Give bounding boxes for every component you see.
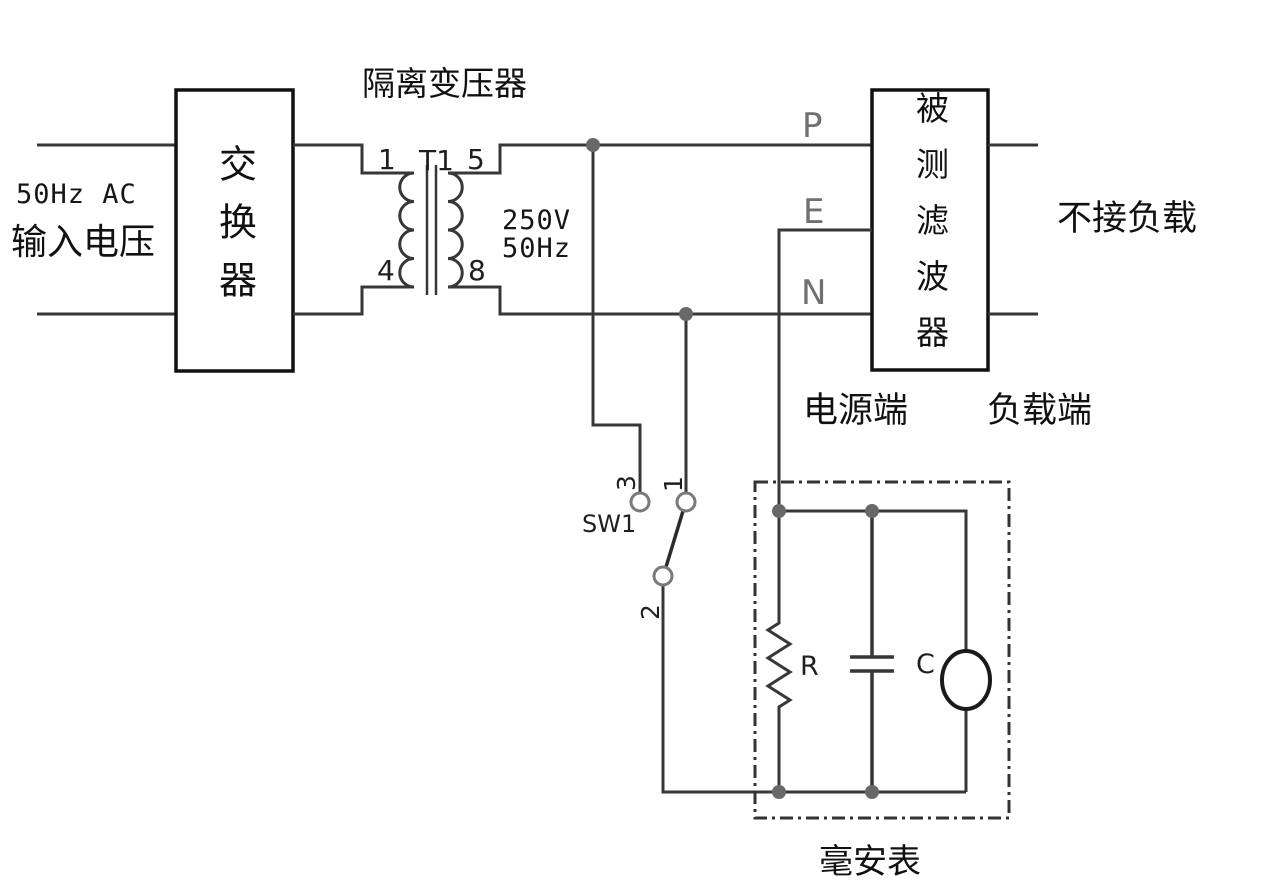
load-side-label: 负载端 [987,391,1093,431]
capacitor-branch [850,511,894,792]
input-voltage-label: 输入电压 [11,222,156,263]
no-load-note: 不接负载 [1057,199,1198,239]
terminal-e-label: E [803,192,825,232]
resistor-branch [765,511,793,792]
transformer-title: 隔离变压器 [362,64,527,103]
junction-dot-bus-bottom-c [865,785,879,799]
wire-primary-bottom [293,285,414,316]
switch-terminal-1-circle [675,491,697,513]
wire-top-bus [779,509,968,651]
converter-box [174,88,295,373]
resistor-label: R [800,651,819,682]
milliammeter-label: 毫安表 [819,842,921,882]
junction-dot-p-line [586,138,600,152]
source-side-label: 电源端 [803,391,909,431]
pin-5-label: 5 [467,143,485,176]
transformer-primary-coil [398,171,415,289]
wire-switch-common [661,585,966,794]
input-frequency-label: 50Hz AC [16,179,137,210]
transformer-designator: T1 [419,144,454,177]
converter-box-label: 交换器 [212,143,257,318]
switch-designator: SW1 [582,510,637,538]
pin-8-label: 8 [468,254,486,287]
measurement-box-outline [753,480,1011,820]
switch-pole-1-label: 1 [658,476,688,492]
wire-switch-feed-p [591,145,642,493]
transformer-secondary-coil [447,171,464,289]
pin-4-label: 4 [377,254,395,287]
switch-arm [664,510,685,568]
switch-terminal-3-circle [629,491,651,513]
junction-dot-bus-top-r [772,504,786,518]
junction-dot-bus-bottom-r [772,785,786,799]
secondary-voltage-label: 250V [502,205,572,236]
wire-p-line [448,143,872,175]
meter-circle [940,649,992,711]
switch-pole-3-label: 3 [611,475,641,491]
capacitor-label: C [916,649,935,680]
wire-e-line [777,228,872,511]
filter-box-label: 被测滤波器 [910,91,950,371]
switch-pole-2-label: 2 [635,604,665,620]
wire-primary-top [293,143,414,175]
terminal-n-label: N [801,273,827,313]
terminal-p-label: P [802,106,823,146]
secondary-frequency-label: 50Hz [502,233,572,264]
switch-terminal-2-circle [652,565,674,587]
pin-1-label: 1 [378,143,396,176]
transformer-core [425,165,438,295]
junction-dot-n-line [679,307,693,321]
junction-dot-bus-top-c [865,504,879,518]
